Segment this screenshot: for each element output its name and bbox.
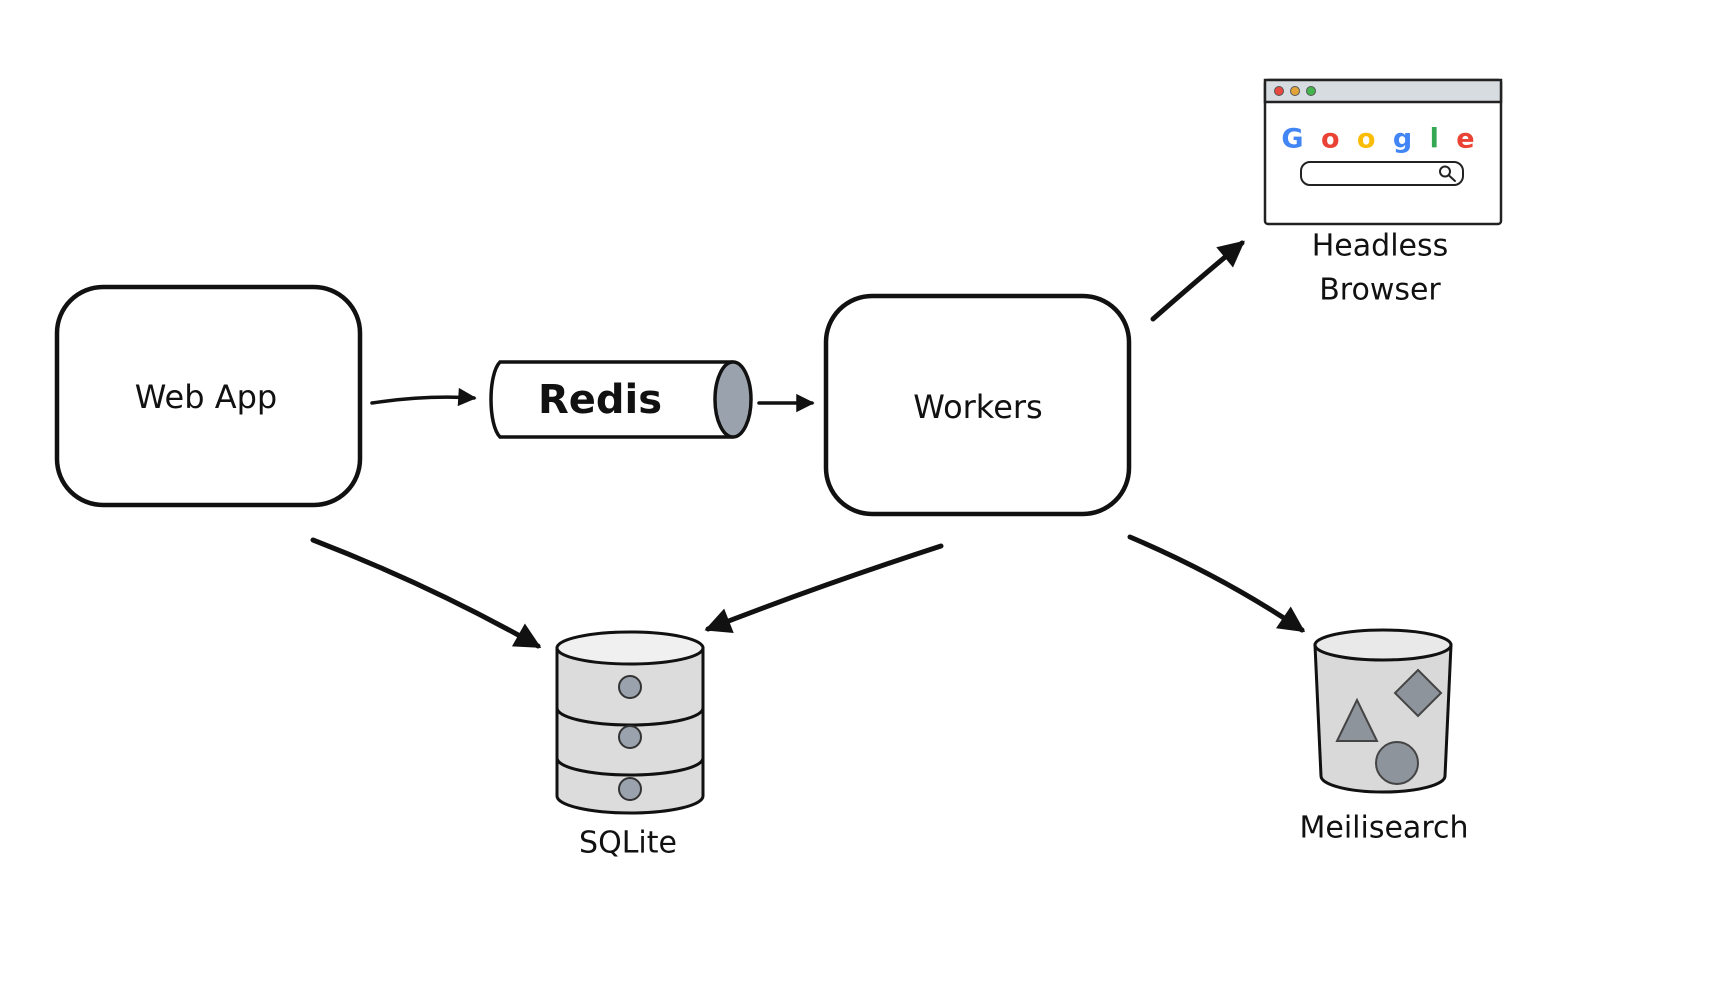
sqlite-disk-dot (618, 725, 642, 749)
redis-label: Redis (537, 377, 663, 423)
google-logo-letter: e (1456, 123, 1479, 155)
sqlite-disk-separator (555, 757, 705, 777)
headless-browser-label: Headless Browser (1311, 228, 1449, 308)
sqlite-disk-separator (555, 707, 705, 727)
sqlite-disk-dot (618, 675, 642, 699)
arrow-webapp-to-redis (370, 387, 477, 407)
sqlite-node (555, 630, 705, 815)
workers-label: Workers (913, 388, 1043, 426)
meilisearch-label: Meilisearch (1299, 810, 1469, 846)
browser-titlebar (1263, 78, 1503, 104)
workers-node (823, 293, 1132, 517)
google-logo-letter: g (1392, 123, 1417, 155)
google-logo: G o o g l e (1281, 124, 1478, 155)
redis-cylinder-end (713, 360, 753, 439)
google-logo-letter: o (1356, 123, 1380, 155)
redis-queue-node (489, 360, 753, 439)
traffic-light-yellow-icon (1290, 86, 1300, 96)
arrow-webapp-to-sqlite (310, 537, 542, 649)
meilisearch-node (1313, 628, 1453, 794)
triangle-icon (1335, 697, 1379, 742)
traffic-light-green-icon (1306, 86, 1316, 96)
traffic-light-red-icon (1274, 86, 1284, 96)
diamond-icon (1393, 668, 1443, 718)
google-logo-letter: G (1281, 123, 1308, 155)
browser-search-box (1300, 161, 1464, 186)
arrow-workers-to-sqlite (704, 543, 944, 634)
arrow-workers-to-meilisearch (1127, 534, 1306, 633)
meilisearch-bucket-top (1313, 628, 1453, 662)
web-app-node (54, 284, 363, 508)
sqlite-disk-dot (618, 777, 642, 801)
search-icon (1439, 165, 1456, 182)
sqlite-label: SQLite (579, 825, 677, 861)
circle-icon (1375, 741, 1419, 785)
browser-window (1263, 78, 1503, 226)
sqlite-cylinder-top (555, 630, 705, 666)
arrow-workers-to-headless-browser (1150, 240, 1245, 322)
google-logo-letter: l (1429, 123, 1443, 155)
web-app-label: Web App (134, 378, 278, 416)
google-logo-letter: o (1320, 123, 1344, 155)
